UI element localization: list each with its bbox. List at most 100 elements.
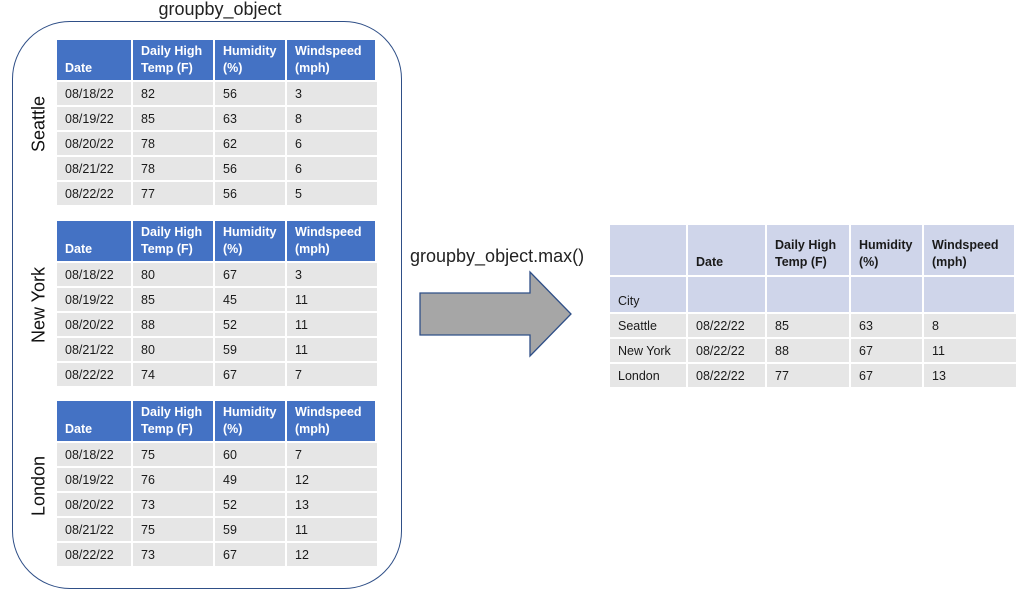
temp-cell: 80 (133, 338, 215, 363)
humidity-cell: 59 (215, 338, 287, 363)
index-name-city: City (610, 277, 688, 314)
humidity-cell: 45 (215, 288, 287, 313)
date-cell: 08/19/22 (57, 107, 133, 132)
column-header-daily-high-temp: Daily High Temp (F) (133, 221, 215, 263)
windspeed-cell: 5 (287, 182, 377, 207)
date-cell: 08/19/22 (57, 468, 133, 493)
humidity-cell: 67 (851, 339, 924, 364)
group-table-seattle: Date Daily High Temp (F) Humidity (%) Wi… (57, 40, 377, 207)
column-header-humidity: Humidity (%) (851, 225, 924, 277)
groupby-object-container (12, 21, 402, 589)
humidity-cell: 67 (851, 364, 924, 389)
humidity-cell: 52 (215, 313, 287, 338)
city-cell: London (610, 364, 688, 389)
group-label-london: London (28, 455, 49, 517)
index-header-blank (610, 225, 688, 277)
date-cell: 08/22/22 (688, 314, 767, 339)
column-header-windspeed: Windspeed (mph) (287, 221, 377, 263)
temp-cell: 80 (133, 263, 215, 288)
index-row-blank (924, 277, 1016, 314)
date-cell: 08/20/22 (57, 493, 133, 518)
temp-cell: 78 (133, 132, 215, 157)
humidity-cell: 56 (215, 82, 287, 107)
humidity-cell: 56 (215, 157, 287, 182)
humidity-cell: 49 (215, 468, 287, 493)
humidity-cell: 62 (215, 132, 287, 157)
date-cell: 08/18/22 (57, 263, 133, 288)
humidity-cell: 67 (215, 543, 287, 568)
date-cell: 08/21/22 (57, 338, 133, 363)
temp-cell: 85 (767, 314, 851, 339)
windspeed-cell: 7 (287, 363, 377, 388)
right-arrow-icon (419, 270, 572, 358)
humidity-cell: 63 (851, 314, 924, 339)
column-header-humidity: Humidity (%) (215, 40, 287, 82)
date-cell: 08/19/22 (57, 288, 133, 313)
date-cell: 08/20/22 (57, 132, 133, 157)
windspeed-cell: 11 (287, 518, 377, 543)
temp-cell: 88 (767, 339, 851, 364)
group-table-london: Date Daily High Temp (F) Humidity (%) Wi… (57, 401, 377, 568)
humidity-cell: 60 (215, 443, 287, 468)
method-call-label: groupby_object.max() (410, 246, 585, 266)
windspeed-cell: 3 (287, 82, 377, 107)
humidity-cell: 52 (215, 493, 287, 518)
temp-cell: 77 (767, 364, 851, 389)
humidity-cell: 63 (215, 107, 287, 132)
temp-cell: 75 (133, 443, 215, 468)
temp-cell: 73 (133, 543, 215, 568)
column-header-windspeed: Windspeed (mph) (287, 401, 377, 443)
city-cell: New York (610, 339, 688, 364)
group-table-new-york: Date Daily High Temp (F) Humidity (%) Wi… (57, 221, 377, 388)
windspeed-cell: 11 (287, 338, 377, 363)
date-cell: 08/18/22 (57, 443, 133, 468)
date-cell: 08/22/22 (57, 543, 133, 568)
humidity-cell: 67 (215, 363, 287, 388)
windspeed-cell: 8 (287, 107, 377, 132)
temp-cell: 73 (133, 493, 215, 518)
windspeed-cell: 11 (924, 339, 1016, 364)
date-cell: 08/22/22 (57, 363, 133, 388)
column-header-date: Date (57, 40, 133, 82)
column-header-date: Date (688, 225, 767, 277)
index-row-blank (851, 277, 924, 314)
date-cell: 08/20/22 (57, 313, 133, 338)
date-cell: 08/21/22 (57, 157, 133, 182)
temp-cell: 82 (133, 82, 215, 107)
temp-cell: 75 (133, 518, 215, 543)
humidity-cell: 59 (215, 518, 287, 543)
result-table: Date Daily High Temp (F) Humidity (%) Wi… (610, 225, 1016, 389)
date-cell: 08/22/22 (688, 364, 767, 389)
windspeed-cell: 6 (287, 157, 377, 182)
date-cell: 08/22/22 (688, 339, 767, 364)
temp-cell: 77 (133, 182, 215, 207)
temp-cell: 85 (133, 107, 215, 132)
column-header-daily-high-temp: Daily High Temp (F) (767, 225, 851, 277)
temp-cell: 88 (133, 313, 215, 338)
date-cell: 08/18/22 (57, 82, 133, 107)
windspeed-cell: 12 (287, 468, 377, 493)
column-header-windspeed: Windspeed (mph) (287, 40, 377, 82)
city-cell: Seattle (610, 314, 688, 339)
column-header-windspeed: Windspeed (mph) (924, 225, 1016, 277)
index-row-blank (688, 277, 767, 314)
windspeed-cell: 11 (287, 288, 377, 313)
group-label-new-york: New York (28, 266, 49, 344)
column-header-date: Date (57, 221, 133, 263)
windspeed-cell: 11 (287, 313, 377, 338)
date-cell: 08/21/22 (57, 518, 133, 543)
column-header-humidity: Humidity (%) (215, 401, 287, 443)
windspeed-cell: 8 (924, 314, 1016, 339)
windspeed-cell: 7 (287, 443, 377, 468)
temp-cell: 78 (133, 157, 215, 182)
windspeed-cell: 13 (287, 493, 377, 518)
column-header-daily-high-temp: Daily High Temp (F) (133, 40, 215, 82)
windspeed-cell: 3 (287, 263, 377, 288)
windspeed-cell: 13 (924, 364, 1016, 389)
windspeed-cell: 6 (287, 132, 377, 157)
group-label-seattle: Seattle (28, 95, 49, 153)
temp-cell: 85 (133, 288, 215, 313)
column-header-humidity: Humidity (%) (215, 221, 287, 263)
date-cell: 08/22/22 (57, 182, 133, 207)
humidity-cell: 67 (215, 263, 287, 288)
